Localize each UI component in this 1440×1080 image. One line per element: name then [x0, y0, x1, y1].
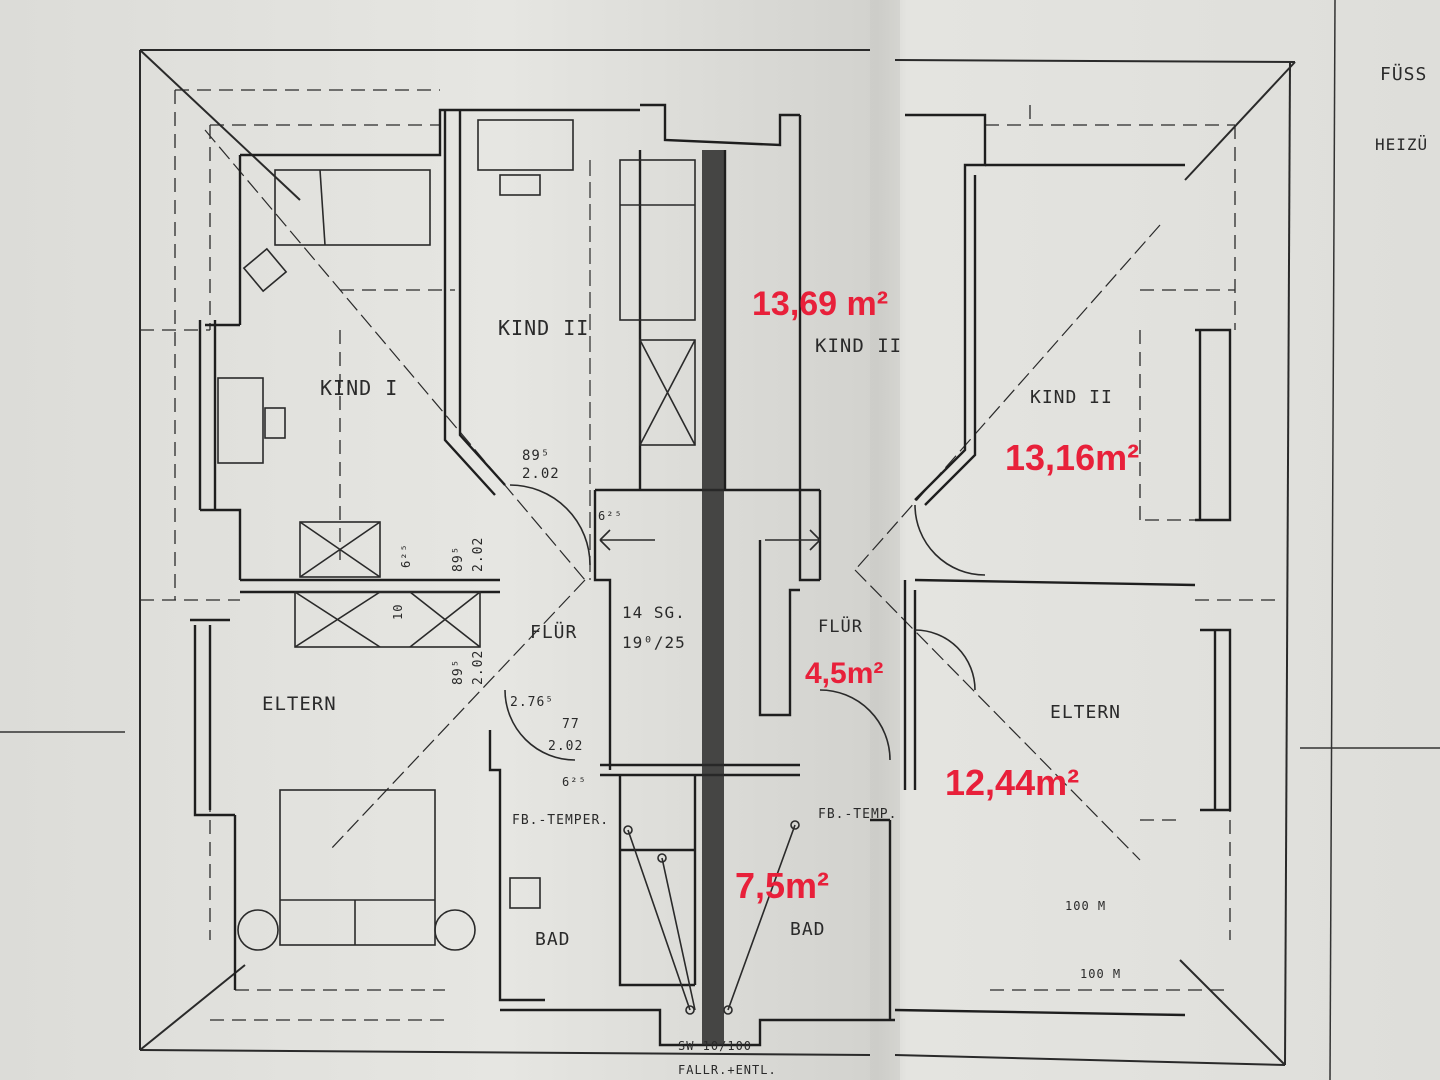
- door-dim-4-bot: 2.02: [548, 739, 583, 754]
- label-bad-left: BAD: [535, 929, 571, 950]
- label-eltern-left: ELTERN: [262, 693, 337, 715]
- door-dim-1-bot: 2.02: [522, 466, 560, 482]
- door-dim-5: 2.76⁵: [510, 695, 554, 710]
- stair-steps: 14 SG.: [622, 603, 686, 622]
- sw-label: SW 10/100: [678, 1039, 752, 1053]
- area-kind2-center: 13,69 m²: [752, 285, 888, 323]
- area-bad-right: 7,5m²: [735, 865, 829, 906]
- dashed-lines: [140, 89, 1280, 1021]
- label-kind2-left: KIND II: [498, 316, 589, 340]
- furniture: [217, 119, 986, 1015]
- label-kind1: KIND I: [320, 376, 398, 400]
- area-kind2-right: 13,16m²: [1005, 437, 1139, 478]
- fb-temp-left: FB.-TEMPER.: [512, 813, 609, 828]
- label-flur-left: FLÜR: [530, 621, 577, 643]
- door-dim-3-top: 89⁵: [451, 659, 466, 685]
- label-bad-right: BAD: [790, 919, 826, 940]
- page-fold: [870, 0, 900, 1080]
- door-dim-2-top: 89⁵: [451, 546, 466, 572]
- area-flur-right: 4,5m²: [805, 657, 883, 690]
- stair-ratio: 19⁰/25: [622, 633, 686, 652]
- dim-100-b: 100 M: [1080, 967, 1121, 981]
- door-dim-4-top: 77: [562, 717, 580, 732]
- door-dim-3-bot: 2.02: [471, 650, 486, 685]
- door-dim-7: 6²⁵: [598, 509, 623, 523]
- dim-100-a: 100 M: [1065, 899, 1106, 913]
- door-dim-1-top: 89⁵: [522, 448, 550, 464]
- area-eltern-right: 12,44m²: [945, 762, 1079, 803]
- door-dim-9: 6²⁵: [562, 775, 587, 789]
- label-eltern-right: ELTERN: [1050, 702, 1121, 723]
- roof-outline: [139, 49, 1296, 1066]
- chimney: [702, 150, 724, 1045]
- label-kind2-center: KIND II: [815, 335, 902, 357]
- door-dim-2-bot: 2.02: [471, 537, 486, 572]
- header-line-1: FÜSS: [1380, 63, 1427, 85]
- door-dim-6: 6²⁵: [399, 543, 413, 568]
- hip-lines: [204, 129, 1161, 861]
- door-dim-8: 10: [391, 604, 405, 620]
- label-kind2-right: KIND II: [1030, 387, 1113, 408]
- fb-temp-right: FB.-TEMP.: [818, 807, 897, 822]
- fall-label: FALLR.+ENTL.: [678, 1063, 777, 1077]
- label-flur-right: FLÜR: [818, 615, 863, 637]
- header-line-2: HEIZÜ: [1375, 135, 1428, 154]
